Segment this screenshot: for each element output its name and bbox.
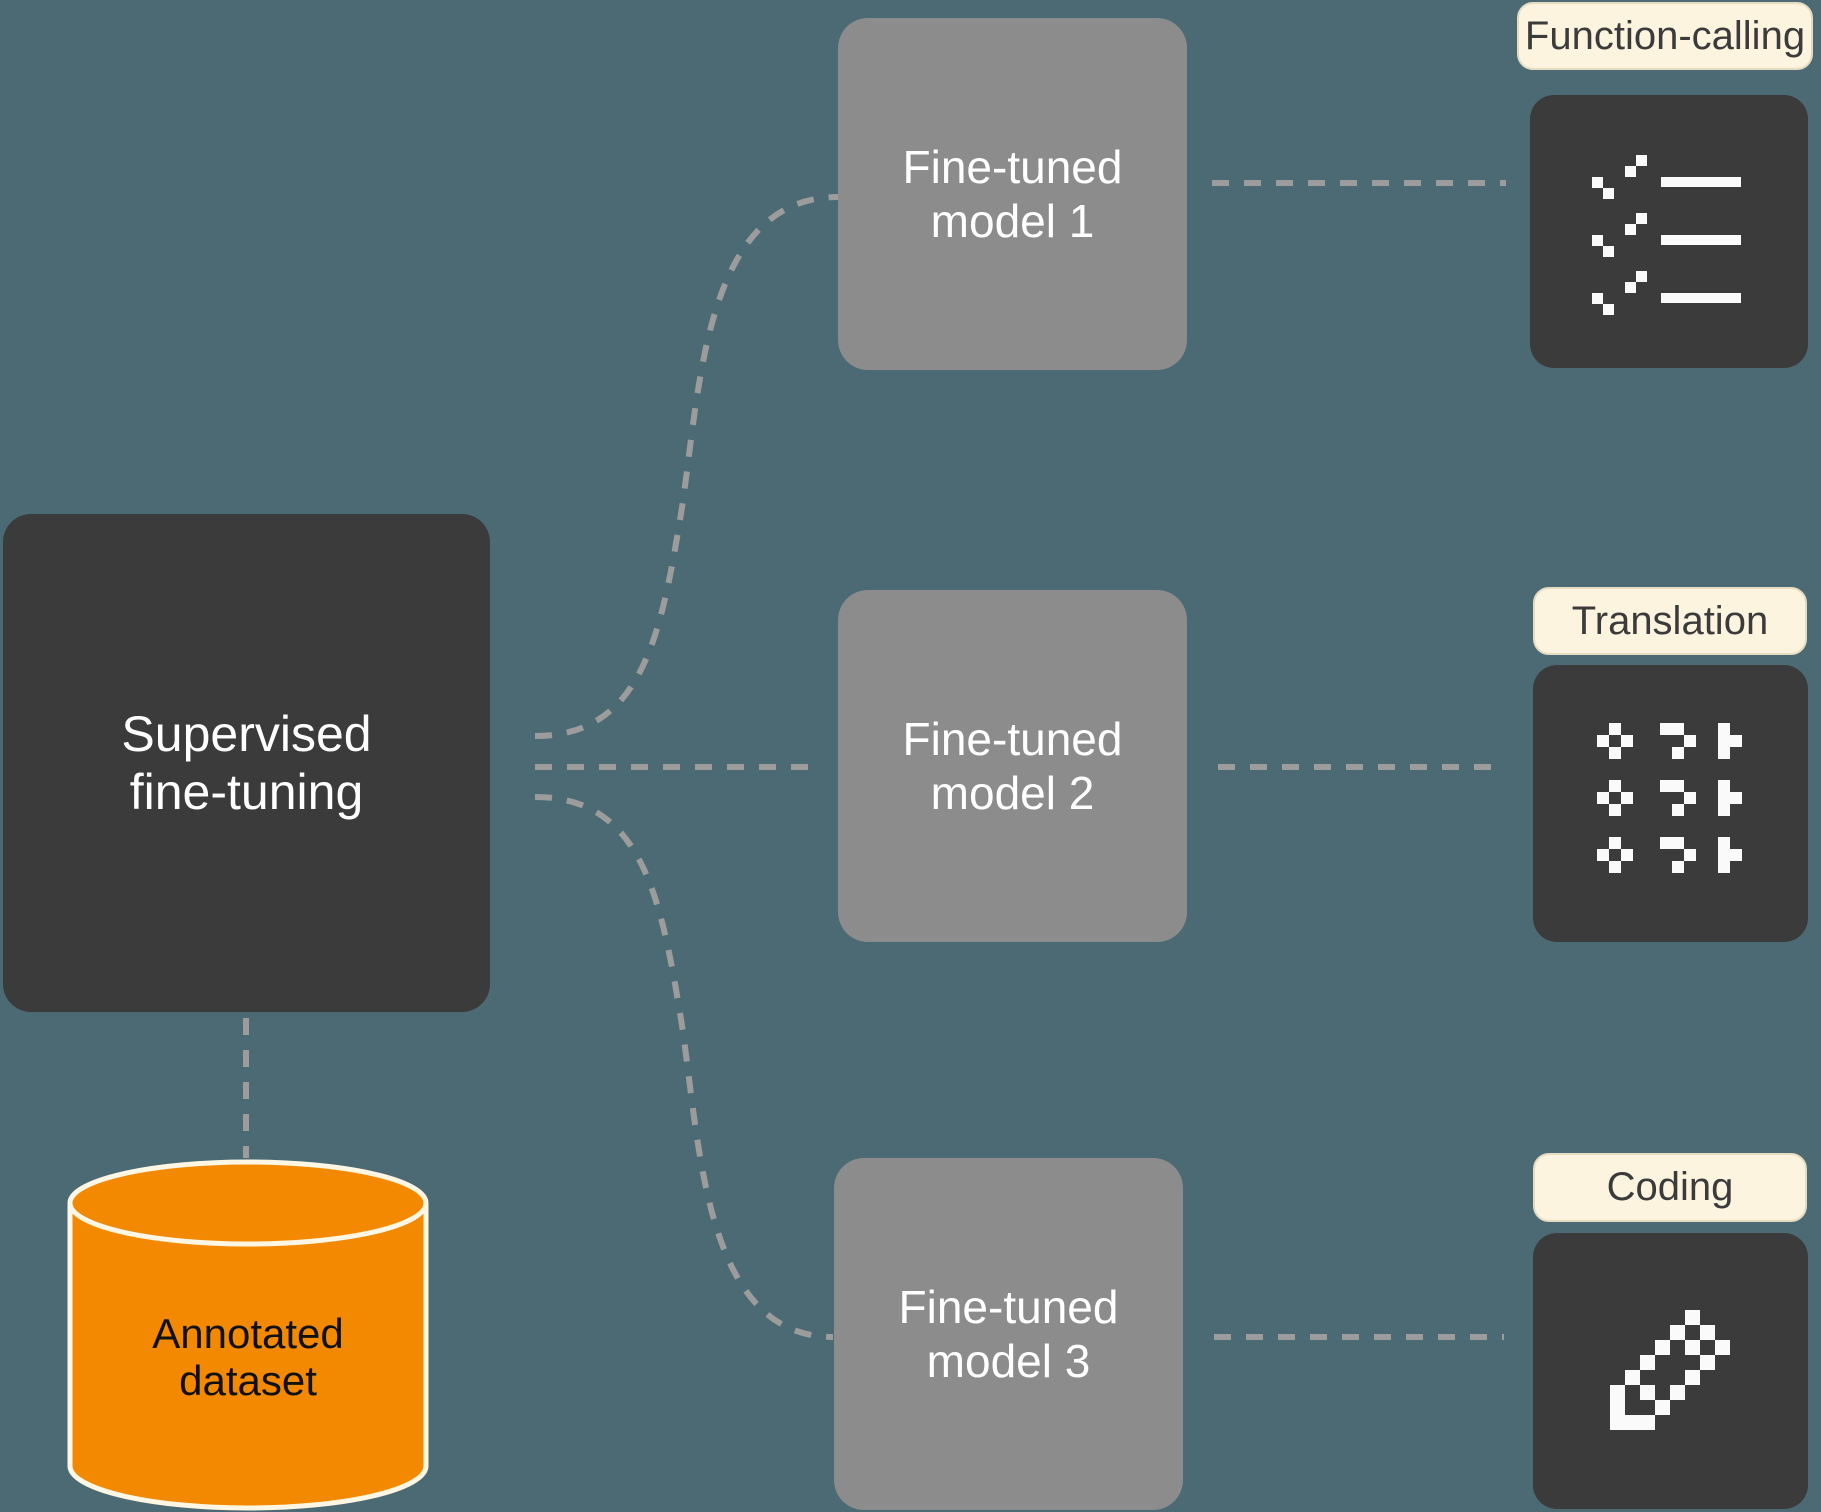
function-calling-icon-box <box>1530 95 1808 368</box>
model-3-label-line2: model 3 <box>926 1335 1091 1387</box>
supervised-box-label-line1: Supervised <box>121 706 372 762</box>
dataset-cylinder-top <box>67 1159 429 1247</box>
model-3-label-line1: Fine-tuned <box>898 1281 1119 1333</box>
supervised-fine-tuning-box: Supervised fine-tuning <box>3 514 490 1012</box>
task-tag-function-calling-label: Function-calling <box>1524 13 1806 58</box>
task-tag-translation: Translation <box>1533 587 1807 655</box>
model-1-label-line2: model 1 <box>930 195 1095 247</box>
task-tag-translation-label: Translation <box>1571 598 1769 643</box>
fine-tuned-model-1-box: Fine-tuned model 1 <box>838 18 1187 370</box>
model-2-label-line1: Fine-tuned <box>902 713 1123 765</box>
task-tag-coding: Coding <box>1533 1153 1807 1222</box>
fine-tuned-model-2-box: Fine-tuned model 2 <box>838 590 1187 942</box>
coding-icon-box <box>1533 1233 1808 1509</box>
fine-tuned-model-3-box: Fine-tuned model 3 <box>834 1158 1183 1510</box>
task-tag-coding-label: Coding <box>1606 1165 1734 1209</box>
model-2-label-line2: model 2 <box>930 767 1095 819</box>
dataset-label-line2: dataset <box>179 1357 317 1404</box>
model-1-label-line1: Fine-tuned <box>902 141 1123 193</box>
dataset-label-line1: Annotated <box>152 1310 344 1357</box>
translation-icon-box <box>1533 665 1808 942</box>
dataset-cylinder-label: Annotated dataset <box>70 1308 426 1406</box>
supervised-box-label-line2: fine-tuning <box>129 764 364 820</box>
connector-supervised-to-model3 <box>534 794 834 1340</box>
task-tag-function-calling: Function-calling <box>1517 2 1813 70</box>
connector-supervised-to-model1 <box>534 194 839 739</box>
